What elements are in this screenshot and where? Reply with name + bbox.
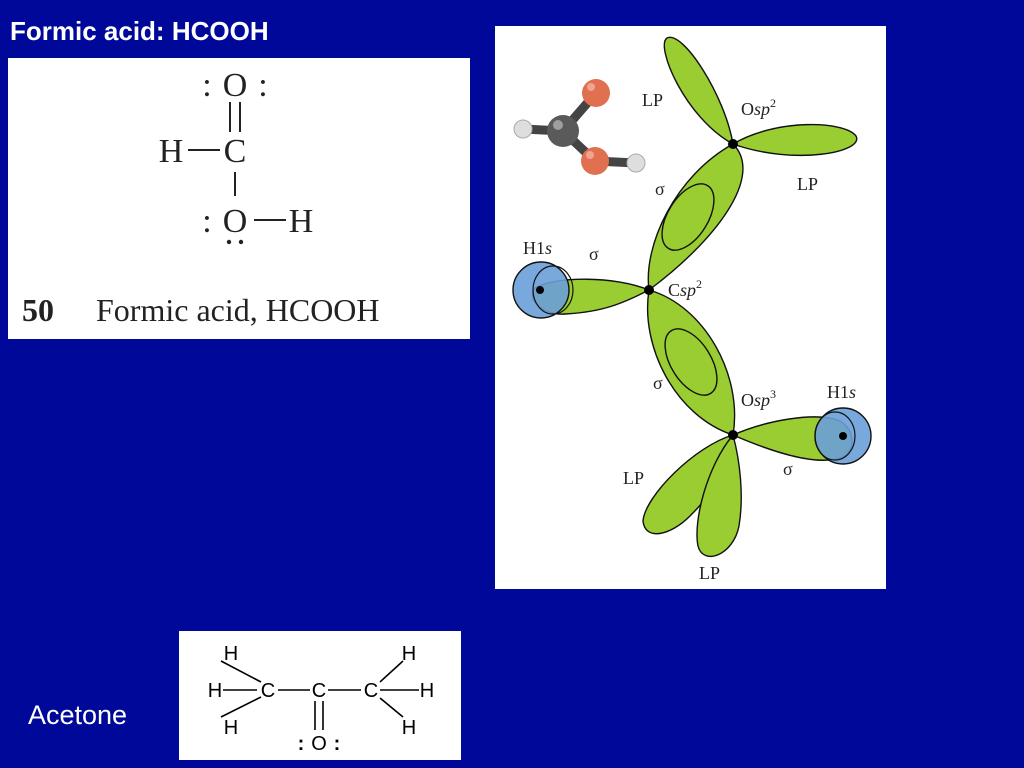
atom-h: H	[420, 680, 434, 702]
atom-c: C	[224, 133, 247, 170]
lone-pair-left-bottom-o: :	[202, 203, 211, 240]
atom-h: H	[208, 680, 222, 702]
lewis-bonds	[188, 102, 286, 221]
lone-pair-bottom-dots	[226, 239, 244, 245]
nucleus-o-top	[728, 139, 738, 149]
atom-h: H	[224, 643, 238, 665]
lone-pair-left-o: :	[298, 733, 305, 755]
atom-h: H	[402, 717, 416, 739]
lone-pair-lobe	[663, 36, 734, 146]
label-h1s-right: H1s	[827, 382, 856, 402]
orbital-diagram: LP Osp2 LP σ H1s σ Csp2 σ Osp3 H1s σ LP …	[495, 26, 886, 589]
label-sigma: σ	[589, 244, 599, 264]
label-lp: LP	[623, 468, 644, 488]
atom-c: C	[261, 680, 275, 702]
nucleus-h-right	[839, 432, 847, 440]
label-c-sp2: Csp2	[668, 277, 702, 300]
orbital-diagram-svg: LP Osp2 LP σ H1s σ Csp2 σ Osp3 H1s σ LP …	[512, 36, 872, 583]
atom-c: C	[364, 680, 378, 702]
ball-and-stick-model	[513, 79, 646, 175]
atom-o-bottom: O	[223, 203, 248, 240]
label-lp: LP	[699, 563, 720, 583]
lone-pair-lobe	[731, 123, 858, 157]
atom-c: C	[312, 680, 326, 702]
hydrogen-ball	[513, 119, 533, 139]
sigma-bond-lobe-lower	[646, 289, 736, 436]
label-sigma: σ	[655, 179, 665, 199]
atom-h: H	[402, 643, 416, 665]
nucleus-o-bottom	[728, 430, 738, 440]
caption-number: 50	[22, 292, 54, 328]
atom-h-right: H	[289, 203, 314, 240]
hydrogen-ball	[626, 153, 646, 173]
oxygen-ball	[581, 147, 609, 175]
label-lp: LP	[797, 174, 818, 194]
nucleus-c	[644, 285, 654, 295]
label-h1s-left: H1s	[523, 238, 552, 258]
carbon-ball	[547, 115, 579, 147]
label-o-sp3: Osp3	[741, 387, 776, 410]
label-lp: LP	[642, 90, 663, 110]
sigma-bond-lobe-upper	[647, 143, 744, 292]
caption-text: Formic acid, HCOOH	[96, 292, 380, 328]
acetone-bonds	[220, 660, 419, 730]
lewis-structure-svg: : O : H C : O H 50 Formic acid, HCOOH	[22, 67, 380, 328]
label-sigma: σ	[783, 459, 793, 479]
atom-h: H	[224, 717, 238, 739]
formic-acid-lewis-structure: : O : H C : O H 50 Formic acid, HCOOH	[8, 58, 470, 339]
acetone-structure: H H H C C C H H H O : :	[179, 631, 461, 760]
oxygen-ball	[582, 79, 610, 107]
label-o-sp2: Osp2	[741, 96, 776, 119]
acetone-label: Acetone	[28, 700, 128, 730]
lone-pair-lobe	[696, 433, 742, 557]
acetone-structure-svg: H H H C C C H H H O : :	[208, 643, 434, 755]
lone-pair-right-top-o: :	[258, 67, 267, 104]
atom-h-left: H	[159, 133, 184, 170]
label-sigma: σ	[653, 373, 663, 393]
slide-title: Formic acid: HCOOH	[10, 16, 269, 46]
lone-pair-right-o: :	[334, 733, 341, 755]
atom-o-top: O	[223, 67, 248, 104]
sigma-bond-inner-lower	[664, 328, 718, 396]
sigma-bond-inner-upper	[661, 183, 715, 251]
atom-o: O	[311, 733, 327, 755]
nucleus-h-left	[536, 286, 544, 294]
lone-pair-left-top-o: :	[202, 67, 211, 104]
